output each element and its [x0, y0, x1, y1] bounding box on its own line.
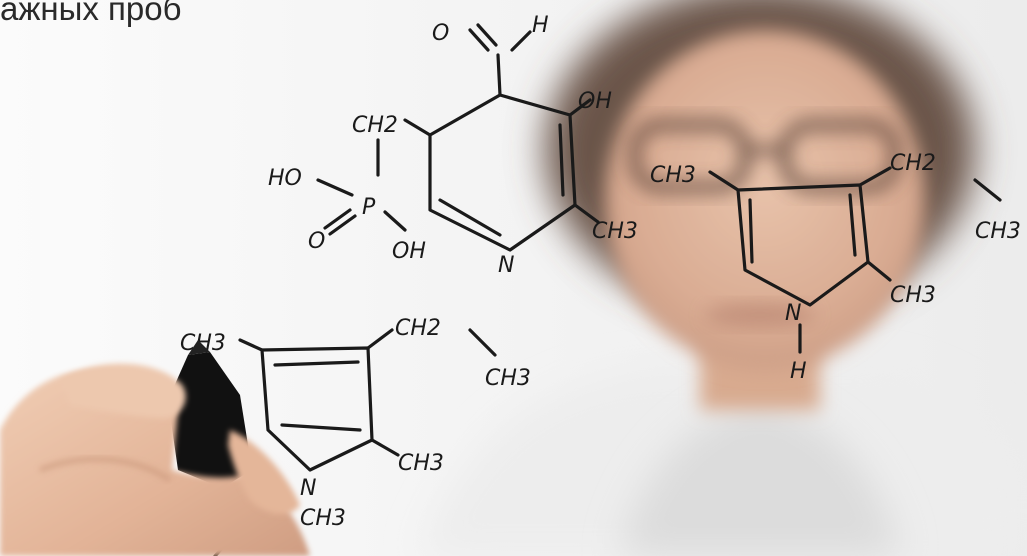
formula-label: H — [790, 359, 807, 384]
pyrrole-molecule-right — [708, 166, 1002, 354]
formula-label: H — [532, 13, 549, 38]
hand-with-marker — [0, 340, 310, 556]
formula-label: O — [432, 21, 449, 46]
formula-label: OH — [392, 239, 426, 264]
mouth — [705, 303, 815, 327]
thumb — [228, 430, 300, 515]
formula-label: CH3 — [485, 366, 531, 391]
coat-shadow — [620, 400, 900, 556]
benzene-molecule — [316, 23, 600, 252]
hand — [0, 369, 310, 556]
index-finger — [60, 363, 186, 419]
formula-label: P — [362, 195, 376, 220]
formula-label: O — [308, 229, 325, 254]
formula-label: CH2 — [352, 113, 398, 138]
formula-label: N — [498, 253, 514, 278]
formula-label: CH3 — [890, 283, 936, 308]
chemical-formulas: O H OH CH2 HO P O OH N CH3 CH3 CH2 CH3 N… — [180, 13, 1021, 556]
formula-label: OH — [578, 89, 612, 114]
formula-label: N — [785, 301, 801, 326]
formula-label: CH2 — [890, 151, 936, 176]
marker-tip — [188, 340, 210, 355]
face — [605, 30, 925, 370]
caption-text: ажных проб — [0, 0, 182, 27]
formula-label: HO — [268, 166, 302, 191]
atom-labels: O H OH CH2 HO P O OH N CH3 CH3 CH2 CH3 N… — [180, 13, 1021, 531]
formula-label: CH3 — [398, 451, 444, 476]
knuckle-shadow — [38, 456, 172, 483]
formula-label: CH3 — [300, 506, 346, 531]
formula-label: CH3 — [650, 163, 696, 188]
formula-label: N — [300, 476, 316, 501]
formula-label: CH3 — [592, 219, 638, 244]
blurred-person — [420, 0, 1027, 556]
formula-label: CH3 — [975, 219, 1021, 244]
formula-label: CH2 — [395, 316, 441, 341]
